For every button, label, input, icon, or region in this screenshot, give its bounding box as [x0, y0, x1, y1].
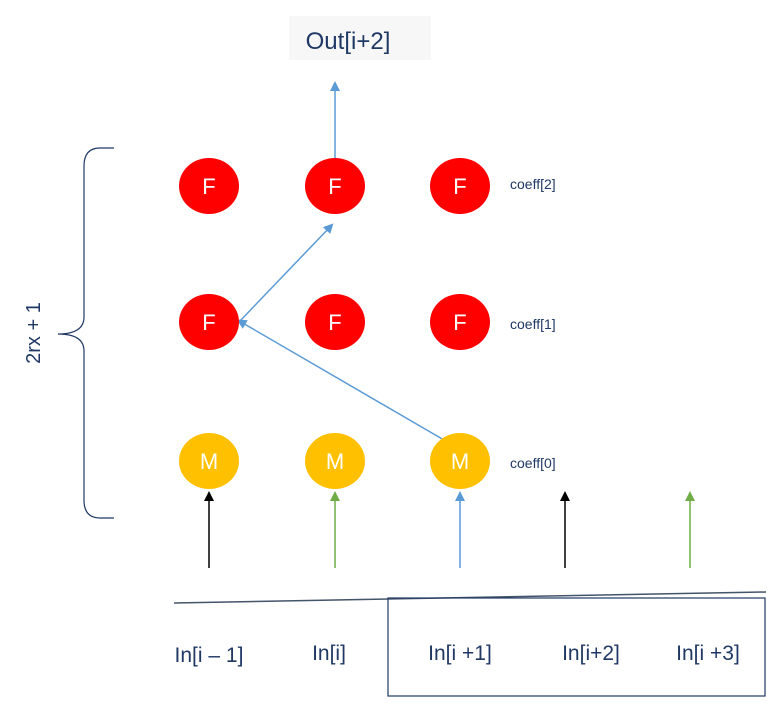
f-node: [430, 294, 490, 350]
f-node: [179, 294, 239, 350]
row-0: M M M coeff[0]: [179, 433, 556, 489]
input-label: In[i+2]: [562, 642, 620, 665]
f1-to-f2-arrow: [238, 223, 334, 323]
input-window-box: [387, 597, 766, 697]
f-node: [305, 158, 365, 214]
f-node-label: F: [453, 174, 466, 199]
brace-label: 2rx + 1: [23, 302, 45, 364]
coeff-label: coeff[0]: [510, 455, 556, 471]
m-node-label: M: [200, 449, 218, 474]
f-node-label: F: [328, 310, 341, 335]
f-node: [179, 158, 239, 214]
f-node: [305, 294, 365, 350]
row-1: F F F coeff[1]: [179, 294, 556, 350]
m-node: [305, 433, 365, 489]
m-node: [430, 433, 490, 489]
input-label: In[i]: [312, 642, 346, 665]
output-label-bg: [289, 16, 431, 60]
f-node-label: F: [453, 310, 466, 335]
input-label: In[i – 1]: [175, 644, 244, 667]
coeff-label: coeff[2]: [510, 176, 556, 192]
m-node-label: M: [451, 449, 469, 474]
m-to-f1-arrow: [236, 319, 445, 441]
m-node-label: M: [326, 449, 344, 474]
f-node: [430, 158, 490, 214]
input-label: In[i +3]: [676, 642, 740, 665]
f-node-label: F: [328, 174, 341, 199]
output-label: Out[i+2]: [306, 28, 391, 55]
f-node-label: F: [202, 310, 215, 335]
f-node-label: F: [202, 174, 215, 199]
row-2: F F F coeff[2]: [179, 158, 556, 214]
row-span-brace: [57, 147, 114, 519]
m-node: [179, 433, 239, 489]
input-label: In[i +1]: [428, 642, 492, 665]
coeff-label: coeff[1]: [510, 316, 556, 332]
